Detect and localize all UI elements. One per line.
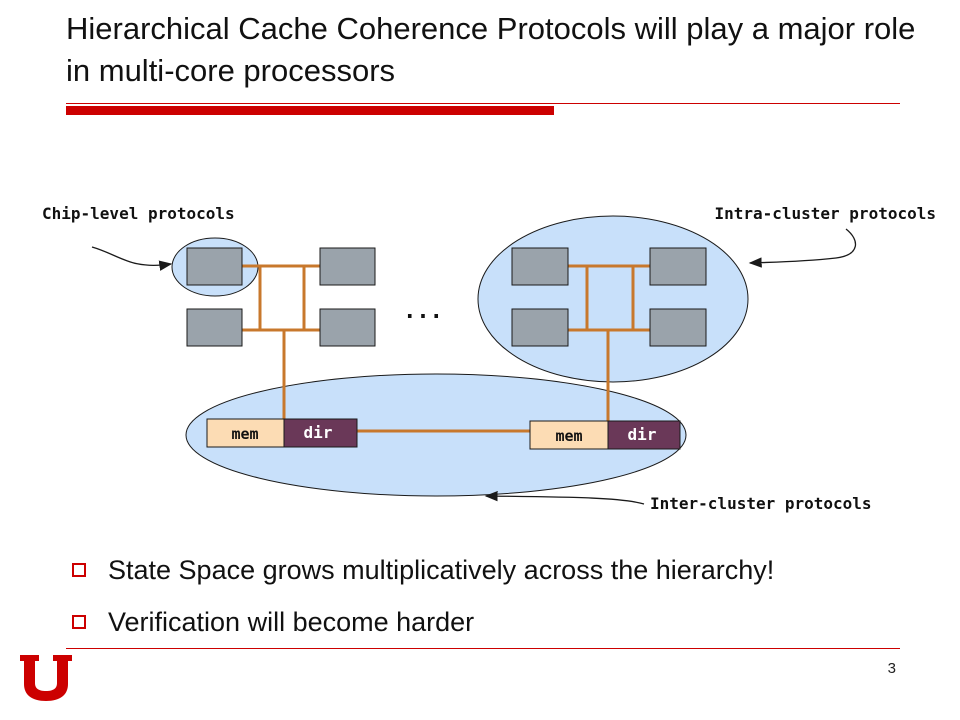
dir-box — [607, 420, 681, 450]
core-box — [649, 247, 707, 286]
core-box — [511, 247, 569, 286]
bullet-square-icon — [72, 615, 86, 629]
core-box — [649, 308, 707, 347]
bullet-list: State Space grows multiplicatively acros… — [70, 548, 950, 652]
slide-title: Hierarchical Cache Coherence Protocols w… — [66, 11, 916, 88]
bullet-text: State Space grows multiplicatively acros… — [108, 554, 775, 585]
core-box — [319, 247, 376, 286]
intra-cluster-arrow — [748, 228, 856, 268]
title-rule-thin — [66, 103, 900, 104]
dir-label: dir — [304, 423, 333, 442]
intra-cluster-label: Intra-cluster protocols — [714, 204, 936, 223]
core-box — [186, 308, 243, 347]
intra-cluster-ellipse — [477, 215, 749, 383]
right-cluster-wires — [568, 264, 650, 421]
dir-label: dir — [628, 425, 657, 444]
left-cluster-wires — [242, 264, 320, 419]
university-u-logo-icon — [20, 655, 72, 701]
ellipsis-label: ... — [403, 299, 443, 324]
bullet-item: Verification will become harder — [70, 600, 950, 644]
bullet-text: Verification will become harder — [108, 606, 475, 637]
page-number: 3 — [887, 660, 896, 677]
core-box — [319, 308, 376, 347]
title-rule-thick — [66, 106, 554, 115]
inter-cluster-ellipse — [185, 373, 687, 497]
inter-cluster-arrow — [484, 490, 645, 505]
dir-box — [283, 418, 358, 448]
mem-label: mem — [555, 427, 582, 445]
core-box — [511, 308, 569, 347]
footer-rule — [66, 648, 900, 649]
bullet-square-icon — [72, 563, 86, 577]
bullet-item: State Space grows multiplicatively acros… — [70, 548, 950, 592]
inter-cluster-label: Inter-cluster protocols — [650, 494, 872, 513]
chip-level-arrow — [91, 246, 173, 271]
chip-level-label: Chip-level protocols — [42, 204, 235, 223]
mem-label: mem — [231, 425, 258, 443]
core-box — [186, 247, 243, 286]
